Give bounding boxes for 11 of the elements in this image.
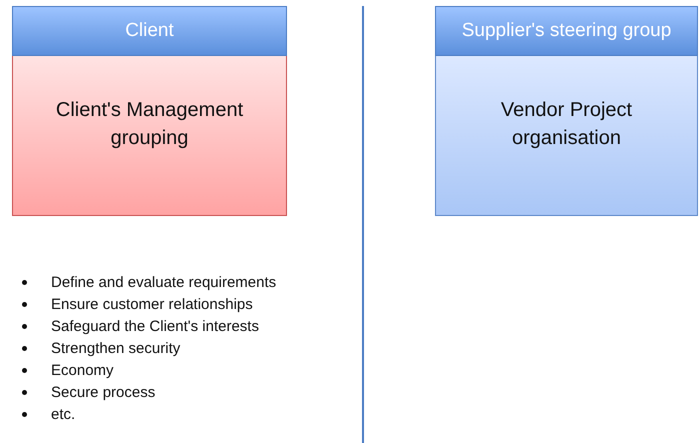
box-title: Vendor Project organisation xyxy=(500,98,634,151)
bullet-item: Safeguard the Client's interests xyxy=(51,318,259,335)
bullet-item: etc. xyxy=(51,406,76,423)
header-band: Supplier's steering group xyxy=(435,6,698,56)
bullet-item: Define and evaluate requirements xyxy=(51,274,276,291)
bullet-item: Secure process xyxy=(51,384,156,401)
bullet-item: Ensure customer relationships xyxy=(51,296,253,313)
bullet-item: Strengthen security xyxy=(51,340,180,357)
bullet-item: Economy xyxy=(51,362,114,379)
header-band: Client xyxy=(12,6,287,56)
box-title: Client's Management grouping xyxy=(54,98,244,151)
